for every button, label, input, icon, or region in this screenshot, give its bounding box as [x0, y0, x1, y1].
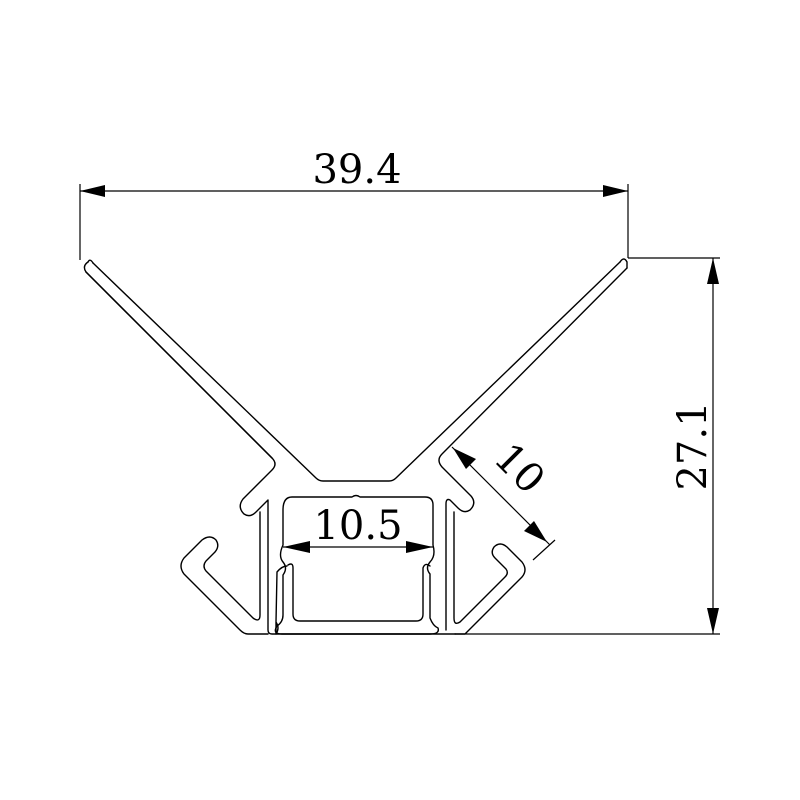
dimension-label-diagonal: 10	[485, 435, 554, 504]
profile-outline	[83, 258, 628, 635]
channel-inner	[287, 563, 431, 622]
extension-line-diagonal	[532, 539, 556, 561]
dimension-overall-height: 27.1	[455, 257, 720, 635]
arrow-upleft-icon	[453, 448, 476, 469]
arrow-downright-icon	[524, 521, 547, 542]
left-arm-cap	[87, 259, 94, 264]
dimension-channel-width: 10.5	[283, 503, 433, 553]
profile-outer-contour	[83, 261, 288, 635]
arrow-up-icon	[707, 258, 719, 284]
dimension-arm-offset: 10	[451, 435, 556, 561]
left-arm	[85, 261, 621, 482]
dimension-label-width: 39.4	[312, 147, 401, 193]
right-arm	[438, 267, 628, 631]
dimension-label-channel: 10.5	[313, 503, 402, 549]
left-hook	[180, 511, 269, 635]
arrow-down-icon	[707, 608, 719, 634]
arrow-right-icon	[406, 541, 433, 553]
right-hook	[453, 511, 526, 635]
arrow-right-icon	[603, 185, 628, 197]
arrow-left-icon	[283, 541, 310, 553]
dimension-overall-width: 39.4	[79, 147, 629, 260]
channel-outer	[274, 494, 440, 635]
right-arm-cap	[619, 258, 628, 269]
arrow-left-icon	[80, 185, 105, 197]
dimension-label-height: 27.1	[670, 401, 716, 490]
